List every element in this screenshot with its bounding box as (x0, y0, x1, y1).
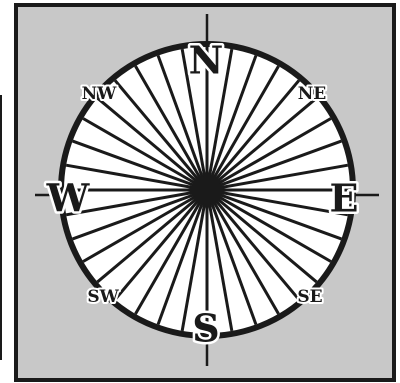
label-north: N (189, 38, 224, 83)
label-southwest: SW (87, 287, 119, 307)
label-northwest: NW (82, 84, 118, 104)
label-northeast: NE (298, 84, 327, 104)
label-south: S (192, 306, 219, 351)
label-west: W (46, 176, 91, 221)
label-southeast: SE (297, 287, 322, 307)
label-east: E (330, 176, 359, 221)
compass-hub (193, 176, 221, 204)
left-edge-line (0, 95, 2, 360)
